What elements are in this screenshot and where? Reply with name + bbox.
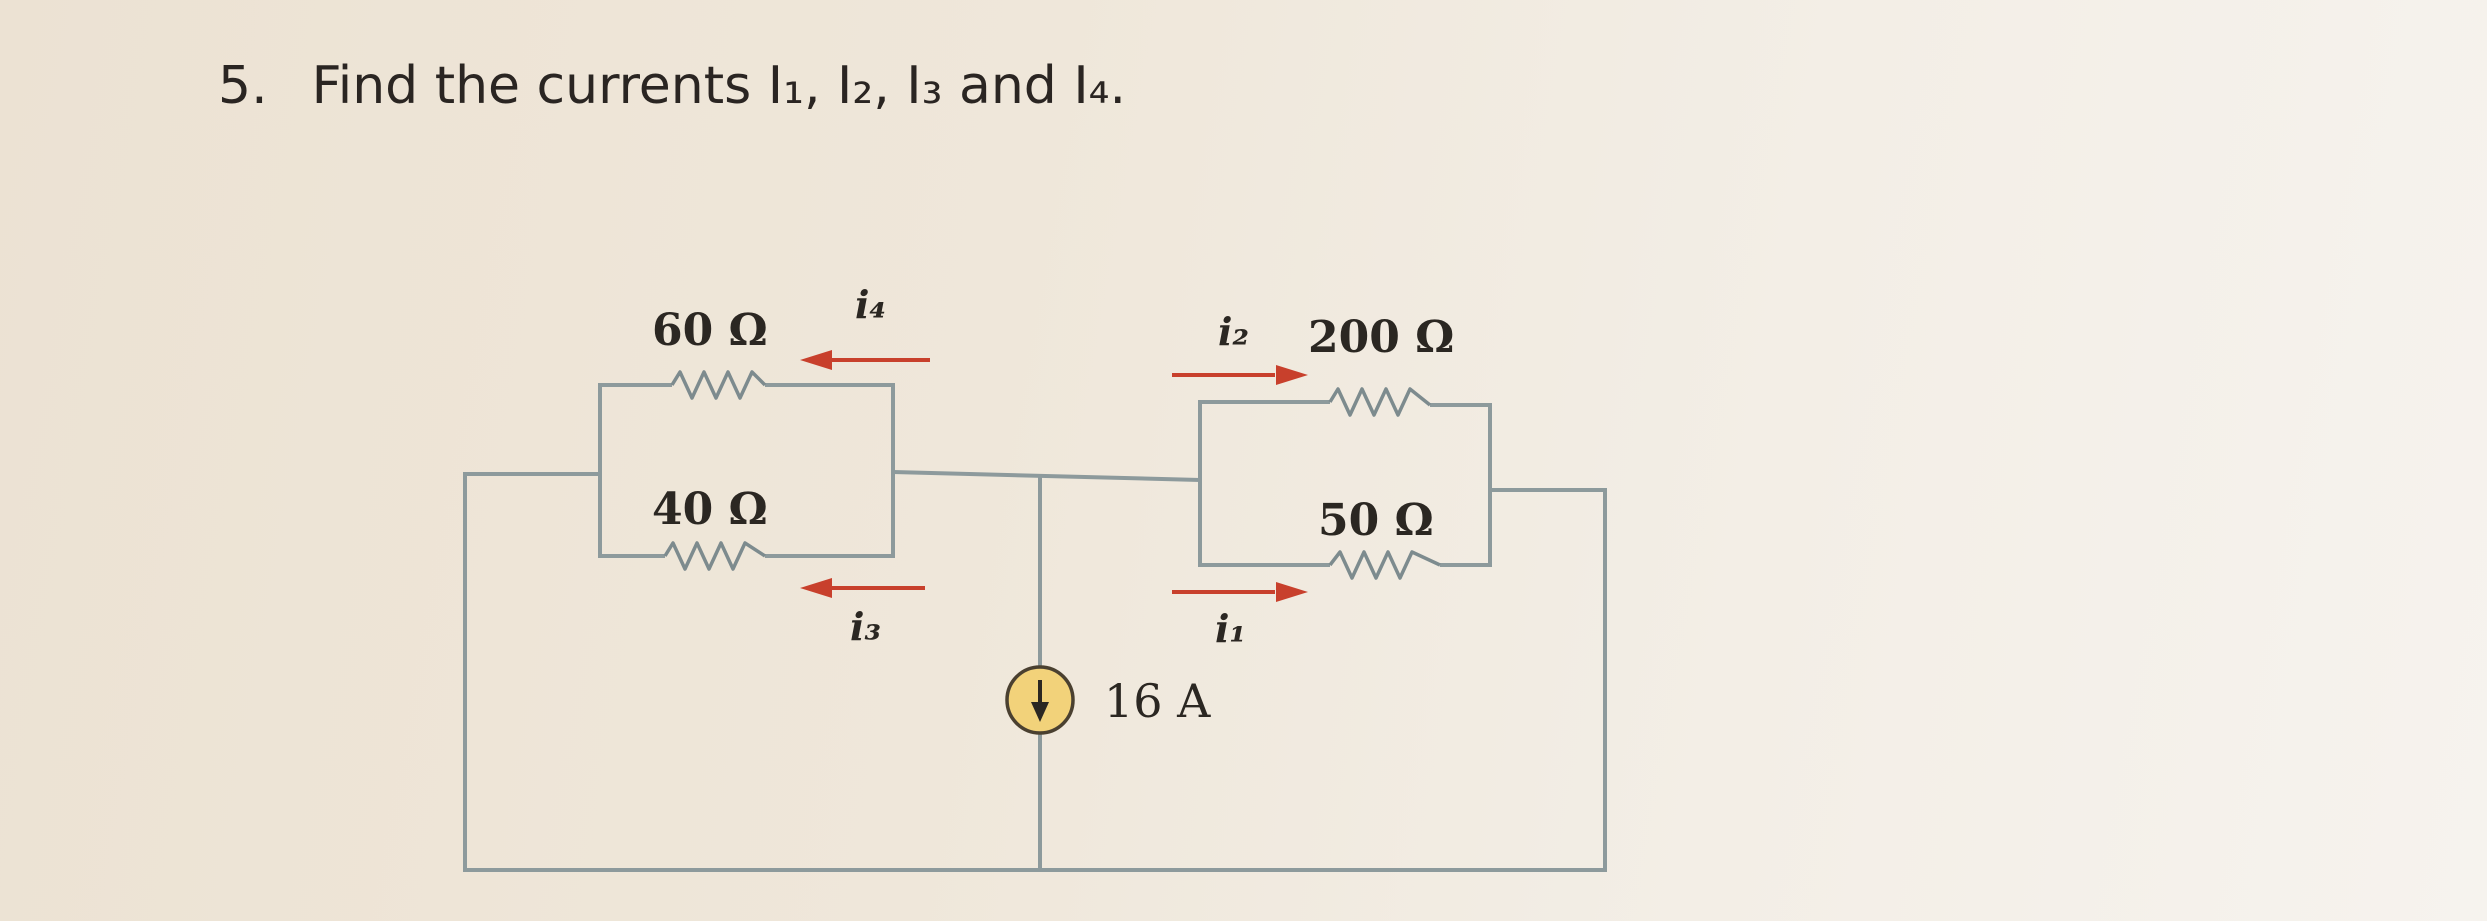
wire-left-group bbox=[598, 383, 672, 558]
current-source-arrow-head bbox=[1031, 702, 1049, 722]
resistor-60-label: 60 Ω bbox=[652, 305, 768, 356]
current-i1-label: i₁ bbox=[1215, 606, 1246, 651]
arrow-i4 bbox=[800, 350, 930, 370]
current-source bbox=[1005, 665, 1075, 735]
arrow-i3 bbox=[800, 578, 925, 598]
resistor-50-label: 50 Ω bbox=[1318, 495, 1434, 546]
circuit-wires bbox=[463, 383, 1607, 872]
arrow-i1 bbox=[1172, 582, 1308, 602]
resistor-40-label: 40 Ω bbox=[652, 484, 768, 535]
wire-left-group-right bbox=[765, 383, 895, 558]
wire-bottom-right bbox=[1040, 488, 1607, 872]
current-i2-label: i₂ bbox=[1218, 309, 1249, 354]
wire-left-outer bbox=[463, 472, 1040, 872]
wire-right-group-left bbox=[1198, 400, 1330, 567]
resistor-200-symbol bbox=[1328, 387, 1432, 417]
resistor-40-symbol bbox=[663, 541, 766, 571]
question-text: 5. Find the currents I₁, I₂, I₃ and I₄. bbox=[218, 56, 1126, 116]
wire-right-group-top bbox=[1430, 403, 1492, 567]
question-prompt: Find the currents I₁, I₂, I₃ and I₄. bbox=[311, 56, 1127, 116]
resistor-200-label: 200 Ω bbox=[1308, 312, 1454, 363]
question-number: 5. bbox=[218, 56, 268, 116]
current-i3-label: i₃ bbox=[850, 604, 881, 649]
current-i4-label: i₄ bbox=[855, 282, 886, 327]
resistor-50-symbol bbox=[1328, 550, 1441, 580]
arrow-i2 bbox=[1172, 365, 1308, 385]
wire-mid-top bbox=[892, 470, 1201, 482]
resistor-60-symbol bbox=[670, 370, 767, 400]
current-source-label: 16 A bbox=[1104, 674, 1211, 728]
